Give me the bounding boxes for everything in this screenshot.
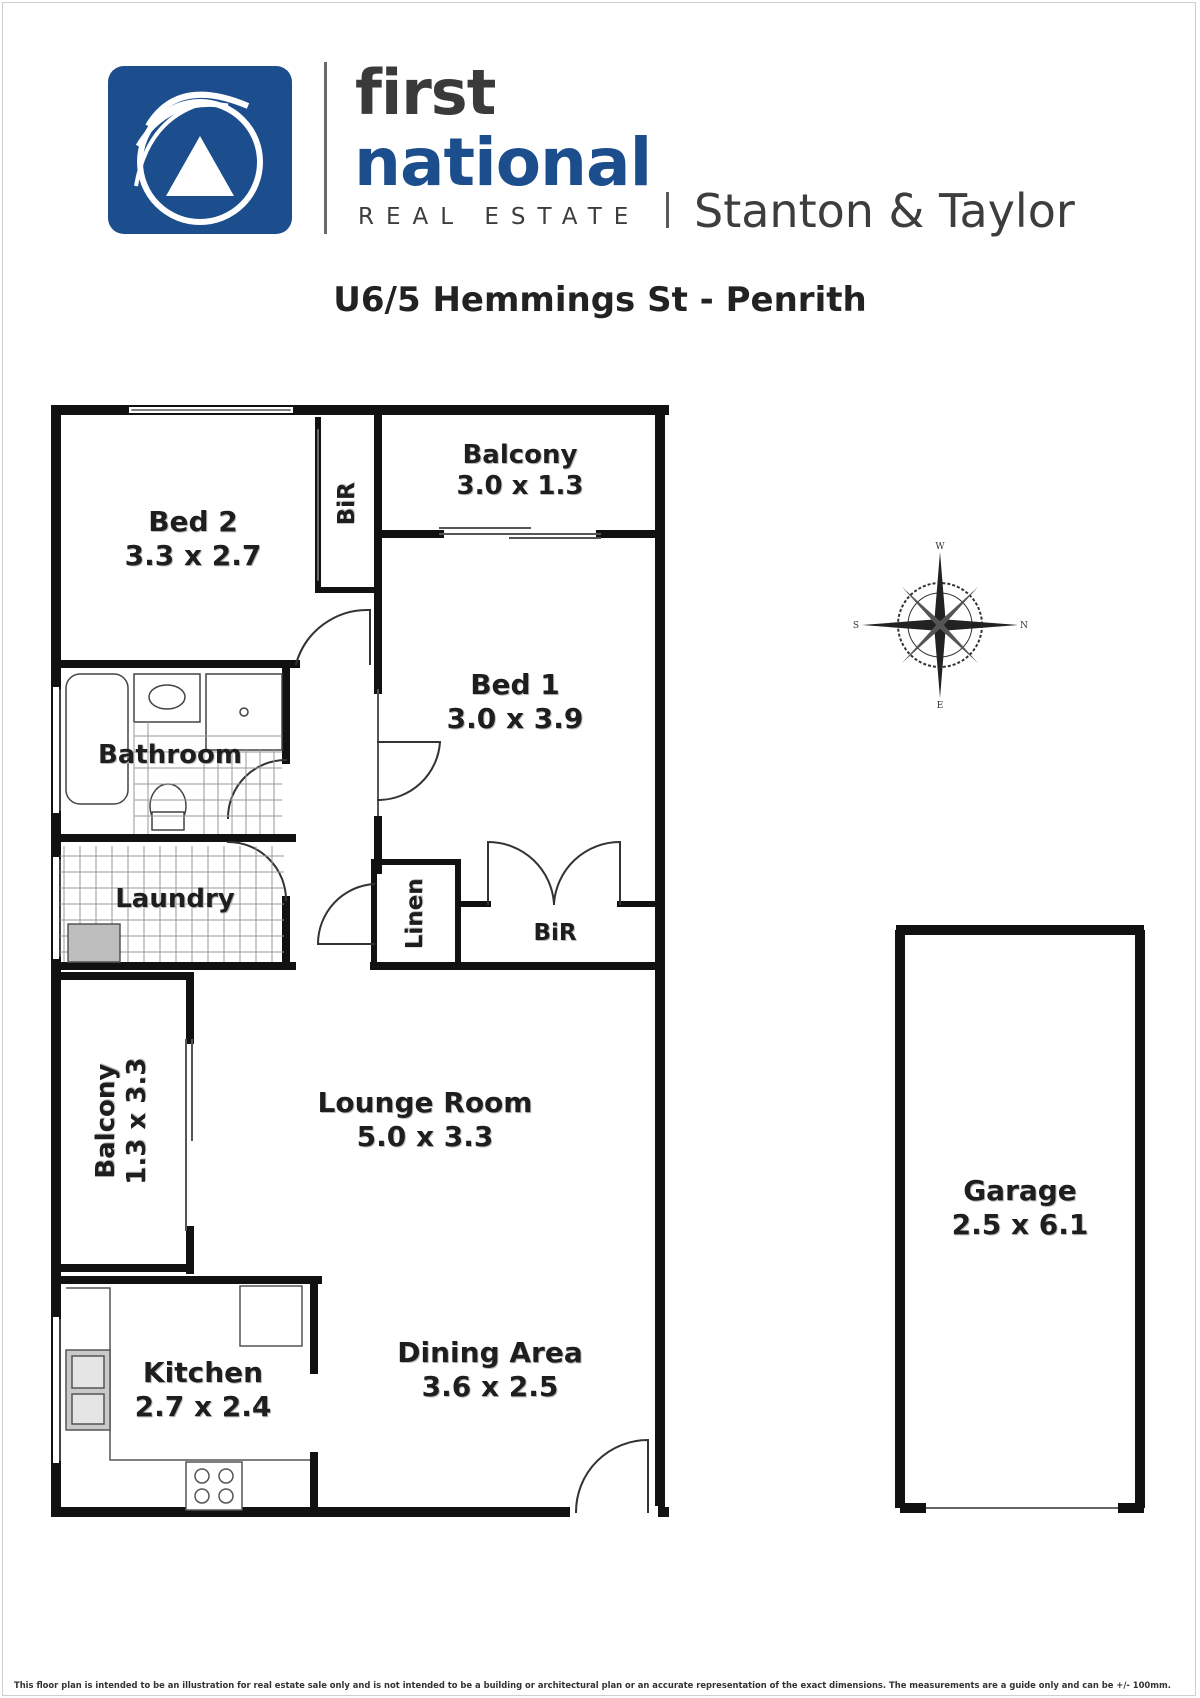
room-lounge: Lounge Room 5.0 x 3.3 — [300, 1086, 550, 1153]
room-bathroom: Bathroom — [80, 740, 260, 771]
room-laundry: Laundry — [100, 884, 250, 915]
brand-first: first — [355, 56, 496, 129]
room-lounge-size: 5.0 x 3.3 — [356, 1119, 494, 1153]
room-garage-name: Garage — [963, 1174, 1077, 1207]
room-kitchen: Kitchen 2.7 x 2.4 — [110, 1356, 296, 1423]
room-balcony-top-size: 3.0 x 1.3 — [456, 471, 584, 502]
room-bir-top-name: BiR — [334, 482, 361, 526]
compass-north-label: N — [1020, 621, 1028, 631]
first-national-logo-icon — [108, 66, 292, 234]
room-bir-top: BiR — [334, 474, 362, 534]
room-balcony-side-size: 1.3 x 3.3 — [122, 1057, 152, 1185]
room-garage: Garage 2.5 x 6.1 — [920, 1174, 1120, 1241]
room-dining-size: 3.6 x 2.5 — [421, 1369, 559, 1403]
room-bathroom-name: Bathroom — [98, 740, 242, 770]
room-bed1: Bed 1 3.0 x 3.9 — [420, 668, 610, 735]
room-garage-size: 2.5 x 6.1 — [951, 1207, 1089, 1241]
room-bed2-size: 3.3 x 2.7 — [124, 538, 262, 572]
room-bed2-name: Bed 2 — [148, 505, 238, 538]
brand-real-estate: REAL ESTATE — [358, 204, 641, 230]
room-linen-name: Linen — [402, 878, 429, 950]
room-balcony-side: Balcony 1.3 x 3.3 — [91, 1031, 153, 1211]
property-address: U6/5 Hemmings St - Penrith — [333, 280, 867, 320]
room-linen: Linen — [402, 864, 430, 964]
room-laundry-name: Laundry — [115, 884, 235, 914]
disclaimer-text: This floor plan is intended to be an ill… — [14, 1680, 1171, 1690]
room-kitchen-size: 2.7 x 2.4 — [134, 1389, 272, 1423]
compass-south-label: S — [853, 621, 859, 631]
room-bed1-name: Bed 1 — [470, 668, 560, 701]
room-bir-bed1: BiR — [500, 920, 610, 948]
brand-office: Stanton & Taylor — [694, 184, 1075, 238]
room-dining: Dining Area 3.6 x 2.5 — [370, 1336, 610, 1403]
room-dining-name: Dining Area — [397, 1336, 583, 1369]
compass-rose-icon: W E S N — [853, 542, 1028, 710]
room-balcony-top: Balcony 3.0 x 1.3 — [400, 440, 640, 502]
brand-separator — [666, 192, 669, 228]
room-kitchen-name: Kitchen — [142, 1356, 264, 1389]
room-lounge-name: Lounge Room — [317, 1086, 533, 1119]
room-bed2: Bed 2 3.3 x 2.7 — [100, 505, 286, 572]
room-bir-bed1-name: BiR — [533, 920, 577, 946]
room-bed1-size: 3.0 x 3.9 — [446, 701, 584, 735]
logo-divider — [324, 62, 327, 234]
compass-west-label: W — [935, 542, 945, 552]
room-balcony-top-name: Balcony — [462, 440, 578, 470]
brand-national: national — [354, 124, 652, 201]
room-balcony-side-name: Balcony — [90, 1063, 121, 1179]
compass-east-label: E — [937, 701, 944, 710]
